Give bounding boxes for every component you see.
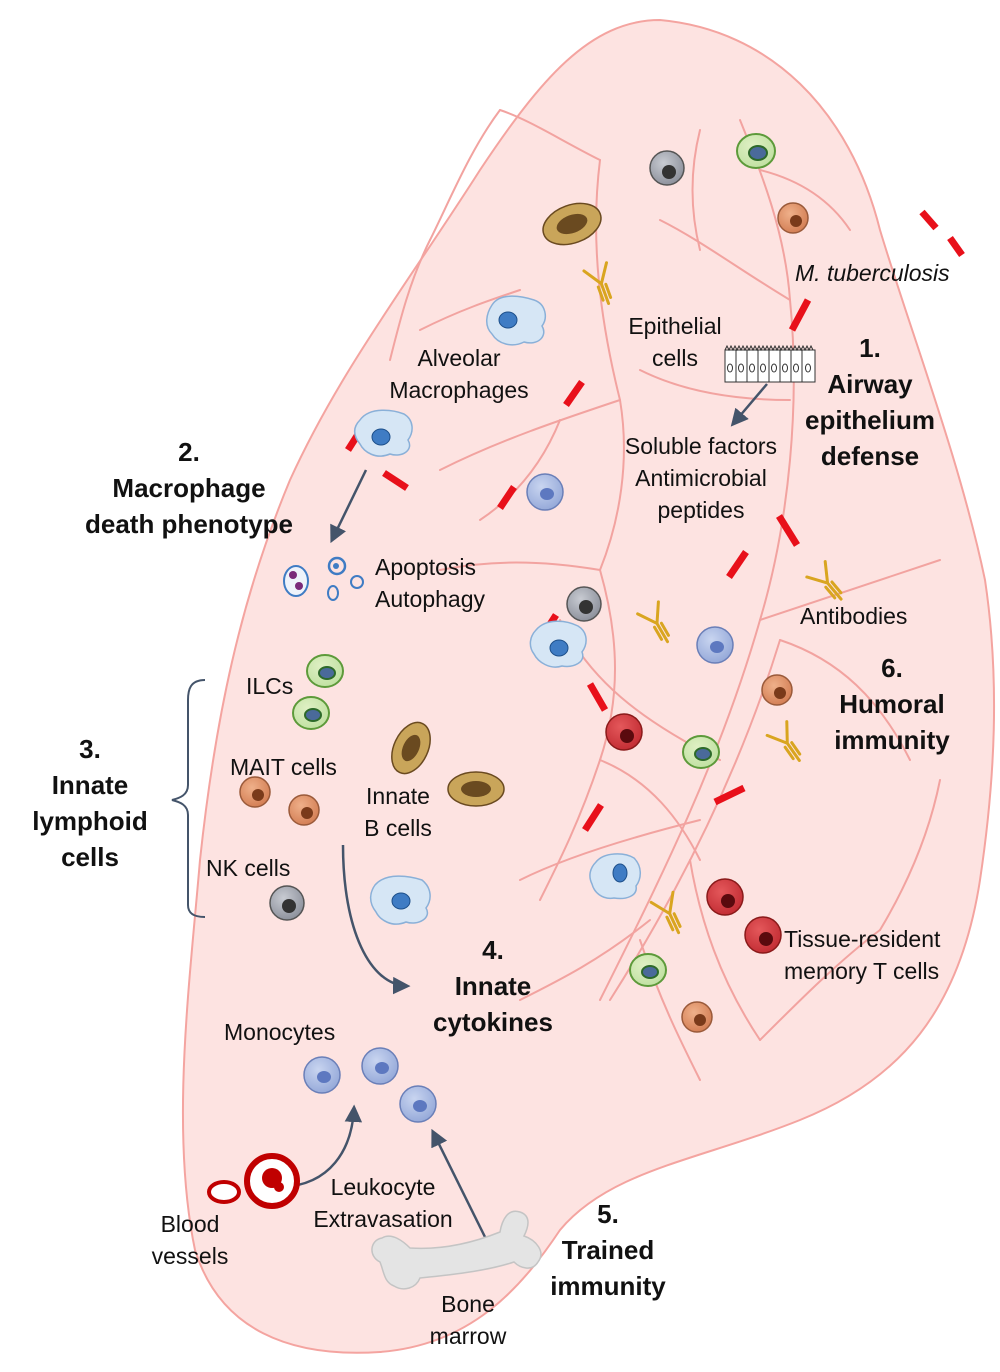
blood-line-2: vessels	[151, 1243, 229, 1269]
green-cells	[292, 133, 776, 987]
soluble-line-3: peptides	[657, 497, 745, 523]
heading-6: 6. Humoral immunity	[818, 650, 966, 758]
blood-vessels	[207, 1153, 300, 1209]
heading-5: 5. Trained immunity	[538, 1196, 678, 1304]
trm-label: Tissue-resident memory T cells	[784, 923, 940, 987]
heading-1-line-1: Airway	[827, 369, 913, 399]
leukocyte-line-2: Extravasation	[313, 1206, 453, 1232]
b-cells	[391, 202, 602, 807]
heading-4-number: 4.	[482, 935, 504, 965]
antibodies	[582, 261, 843, 935]
trm-line-1: Tissue-resident	[784, 926, 941, 952]
heading-1: 1. Airway epithelium defense	[800, 330, 940, 474]
blood-label: Blood vessels	[140, 1208, 240, 1272]
heading-2-line-1: Macrophage	[112, 473, 266, 503]
heading-1-line-2: epithelium	[804, 405, 935, 435]
bone-icon	[371, 1210, 542, 1290]
blood-line-1: Blood	[160, 1211, 220, 1237]
alveolar-label: Alveolar Macrophages	[378, 342, 540, 406]
trm-line-2: memory T cells	[784, 958, 940, 984]
heading-3-number: 3.	[79, 734, 101, 764]
heading-3-line-2: lymphoid	[32, 806, 148, 836]
epithelial-cells	[724, 344, 816, 383]
heading-2-line-2: death phenotype	[84, 509, 293, 539]
innate-b-line-2: B cells	[364, 815, 432, 841]
heading-3-line-1: Innate	[51, 770, 129, 800]
antibodies-label: Antibodies	[800, 603, 908, 629]
epithelial-line-1: Epithelial	[628, 313, 722, 339]
alveolar-line-1: Alveolar	[417, 345, 501, 371]
orange-cells	[239, 202, 809, 1033]
heading-1-line-3: defense	[820, 441, 920, 471]
apoptotic-cells	[283, 556, 364, 601]
heading-6-line-1: Humoral	[839, 689, 945, 719]
heading-2-number: 2.	[178, 437, 200, 467]
soluble-label: Soluble factors Antimicrobial peptides	[606, 430, 796, 526]
apoptosis-label: Apoptosis Autophagy	[375, 551, 485, 615]
gray-cells	[269, 150, 685, 921]
epithelial-line-2: cells	[651, 345, 698, 371]
macrophage-nuclei	[371, 311, 628, 910]
soluble-line-2: Antimicrobial	[635, 465, 767, 491]
heading-5-number: 5.	[597, 1199, 619, 1229]
arrows	[281, 383, 768, 1238]
mait-label: MAIT cells	[230, 754, 337, 780]
epithelial-label: Epithelial cells	[625, 310, 725, 374]
bone-line-2: marrow	[429, 1323, 507, 1349]
apoptosis-line-1: Apoptosis	[375, 554, 477, 580]
innate-b-line-1: Innate	[366, 783, 430, 809]
bone-label: Bone marrow	[418, 1288, 518, 1352]
heading-1-number: 1.	[859, 333, 881, 363]
heading-6-number: 6.	[881, 653, 903, 683]
mtb-label: M. tuberculosis	[795, 260, 950, 286]
heading-3-line-3: cells	[61, 842, 119, 872]
nk-label: NK cells	[206, 855, 291, 881]
leukocyte-line-1: Leukocyte	[330, 1174, 436, 1200]
apoptosis-line-2: Autophagy	[375, 586, 485, 612]
red-cells	[605, 713, 782, 954]
monocytes-label: Monocytes	[224, 1019, 336, 1045]
alveolar-line-2: Macrophages	[389, 377, 529, 403]
heading-2: 2. Macrophage death phenotype	[64, 434, 314, 542]
heading-4-line-1: Innate	[454, 971, 532, 1001]
heading-4-line-2: cytokines	[433, 1007, 553, 1037]
heading-5-line-1: Trained	[561, 1235, 655, 1265]
soluble-line-1: Soluble factors	[624, 433, 778, 459]
heading-6-line-2: immunity	[834, 725, 950, 755]
ilcs-label: ILCs	[246, 673, 294, 699]
bone-line-1: Bone	[441, 1291, 495, 1317]
ilc-bracket	[171, 679, 206, 918]
heading-4: 4. Innate cytokines	[420, 932, 566, 1040]
innate-b-label: Innate B cells	[352, 780, 444, 844]
heading-3: 3. Innate lymphoid cells	[20, 731, 160, 875]
blue-cells	[303, 473, 734, 1123]
leukocyte-label: Leukocyte Extravasation	[300, 1171, 466, 1235]
heading-5-line-2: immunity	[550, 1271, 666, 1301]
